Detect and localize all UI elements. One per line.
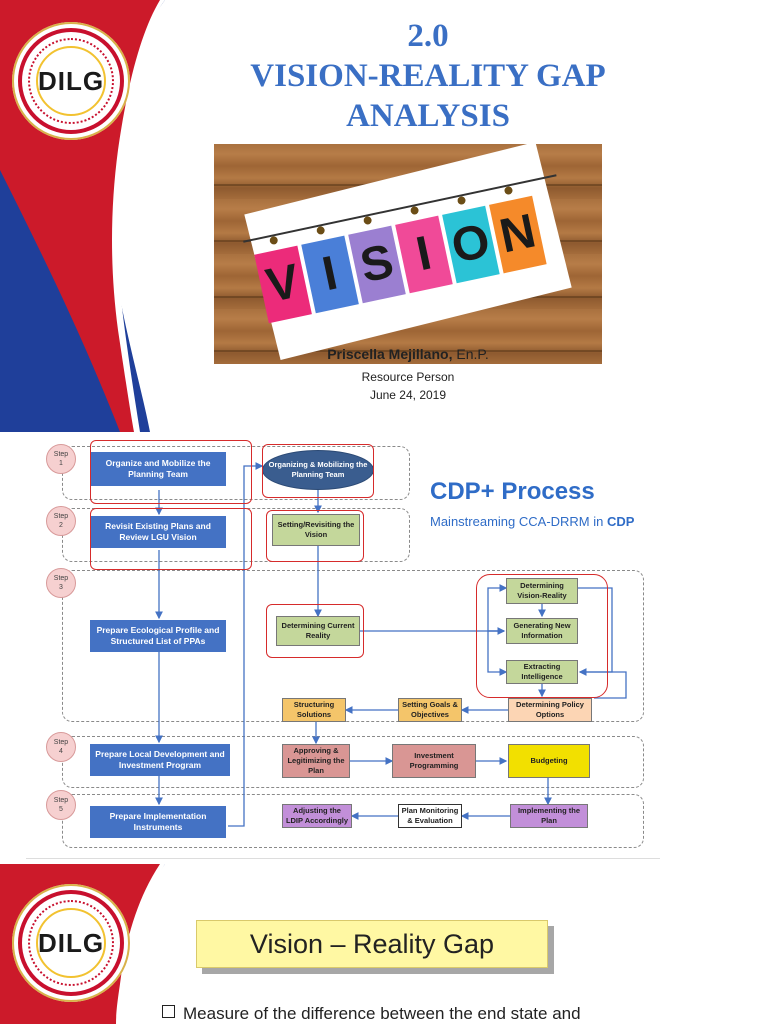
highlight-ring-vision-reality-group bbox=[476, 574, 608, 698]
step5-box: Prepare Implementation Instruments bbox=[90, 806, 226, 838]
step-band-4 bbox=[62, 736, 644, 788]
letter-card: N bbox=[489, 185, 547, 274]
slide-title: 2.0 VISION-REALITY GAP ANALYSIS bbox=[208, 16, 648, 136]
node-monitoring: Plan Monitoring & Evaluation bbox=[398, 804, 462, 828]
dilg-seal-logo: DILG bbox=[12, 884, 130, 1002]
step3-box: Prepare Ecological Profile and Structure… bbox=[90, 620, 226, 652]
author-name: Priscella Mejillano, bbox=[327, 346, 453, 362]
step4-box: Prepare Local Development and Investment… bbox=[90, 744, 230, 776]
author-role: Resource Person bbox=[361, 370, 455, 384]
node-investment: Investment Programming bbox=[392, 744, 476, 778]
cdp-process-subheading: Mainstreaming CCA-DRRM in CDP bbox=[430, 514, 635, 529]
node-organizing: Organizing & Mobilizing the Planning Tea… bbox=[262, 450, 374, 490]
vision-cards-photo: V I S I O N bbox=[214, 144, 602, 364]
step-band-5 bbox=[62, 794, 644, 848]
author-credential: En.P. bbox=[452, 346, 489, 362]
definition-bullet: Measure of the difference between the en… bbox=[162, 1004, 581, 1024]
author-line: Priscella Mejillano, En.P. bbox=[214, 346, 602, 362]
flag-swoosh-decoration bbox=[0, 0, 165, 432]
node-goals: Setting Goals & Objectives bbox=[398, 698, 462, 722]
title-line-2: VISION-REALITY GAP bbox=[250, 58, 606, 94]
node-new-info: Generating New Information bbox=[506, 618, 578, 644]
title-line-1: 2.0 bbox=[407, 18, 449, 54]
highlight-ring-vision bbox=[266, 510, 364, 562]
title-slide: DILG 2.0 VISION-REALITY GAP ANALYSIS V I… bbox=[0, 0, 768, 432]
step-band-3 bbox=[62, 570, 644, 722]
node-setting-vision: Setting/Revisiting the Vision bbox=[272, 514, 360, 546]
seal-label: DILG bbox=[37, 66, 105, 96]
node-vision-reality: Determining Vision-Reality bbox=[506, 578, 578, 604]
node-current-reality: Determining Current Reality bbox=[276, 616, 360, 646]
node-solutions: Structuring Solutions bbox=[282, 698, 346, 722]
node-budgeting: Budgeting bbox=[508, 744, 590, 778]
node-adjusting: Adjusting the LDIP Accordingly bbox=[282, 804, 352, 828]
flow-connectors bbox=[155, 462, 627, 827]
seal-label: DILG bbox=[37, 928, 105, 958]
definition-text: Measure of the difference between the en… bbox=[183, 1004, 581, 1023]
highlight-ring-step2 bbox=[90, 508, 252, 570]
title-line-3: ANALYSIS bbox=[346, 98, 510, 134]
checkbox-bullet-icon bbox=[162, 1005, 175, 1018]
node-intelligence: Extracting Intelligence bbox=[506, 660, 578, 684]
gap-title-box: Vision – Reality Gap bbox=[196, 920, 548, 968]
dilg-seal-logo: DILG bbox=[12, 22, 130, 140]
step2-box: Revisit Existing Plans and Review LGU Vi… bbox=[90, 516, 226, 548]
vision-card-row: V I S I O N bbox=[242, 168, 586, 364]
presentation-date: June 24, 2019 bbox=[369, 388, 447, 402]
node-approving: Approving & Legitimizing the Plan bbox=[282, 744, 350, 778]
highlight-ring-step1 bbox=[90, 440, 252, 504]
step1-box: Organize and Mobilize the Planning Team bbox=[90, 452, 226, 486]
cdp-process-heading: CDP+ Process bbox=[430, 478, 595, 505]
highlight-ring-organizing bbox=[262, 444, 374, 498]
vision-reality-gap-slide: DILG Vision – Reality Gap Measure of the… bbox=[0, 864, 768, 1024]
slide-frame bbox=[26, 434, 660, 859]
node-implementing: Implementing the Plan bbox=[510, 804, 588, 828]
highlight-ring-current-reality bbox=[266, 604, 364, 658]
node-policy-options: Determining Policy Options bbox=[508, 698, 592, 722]
